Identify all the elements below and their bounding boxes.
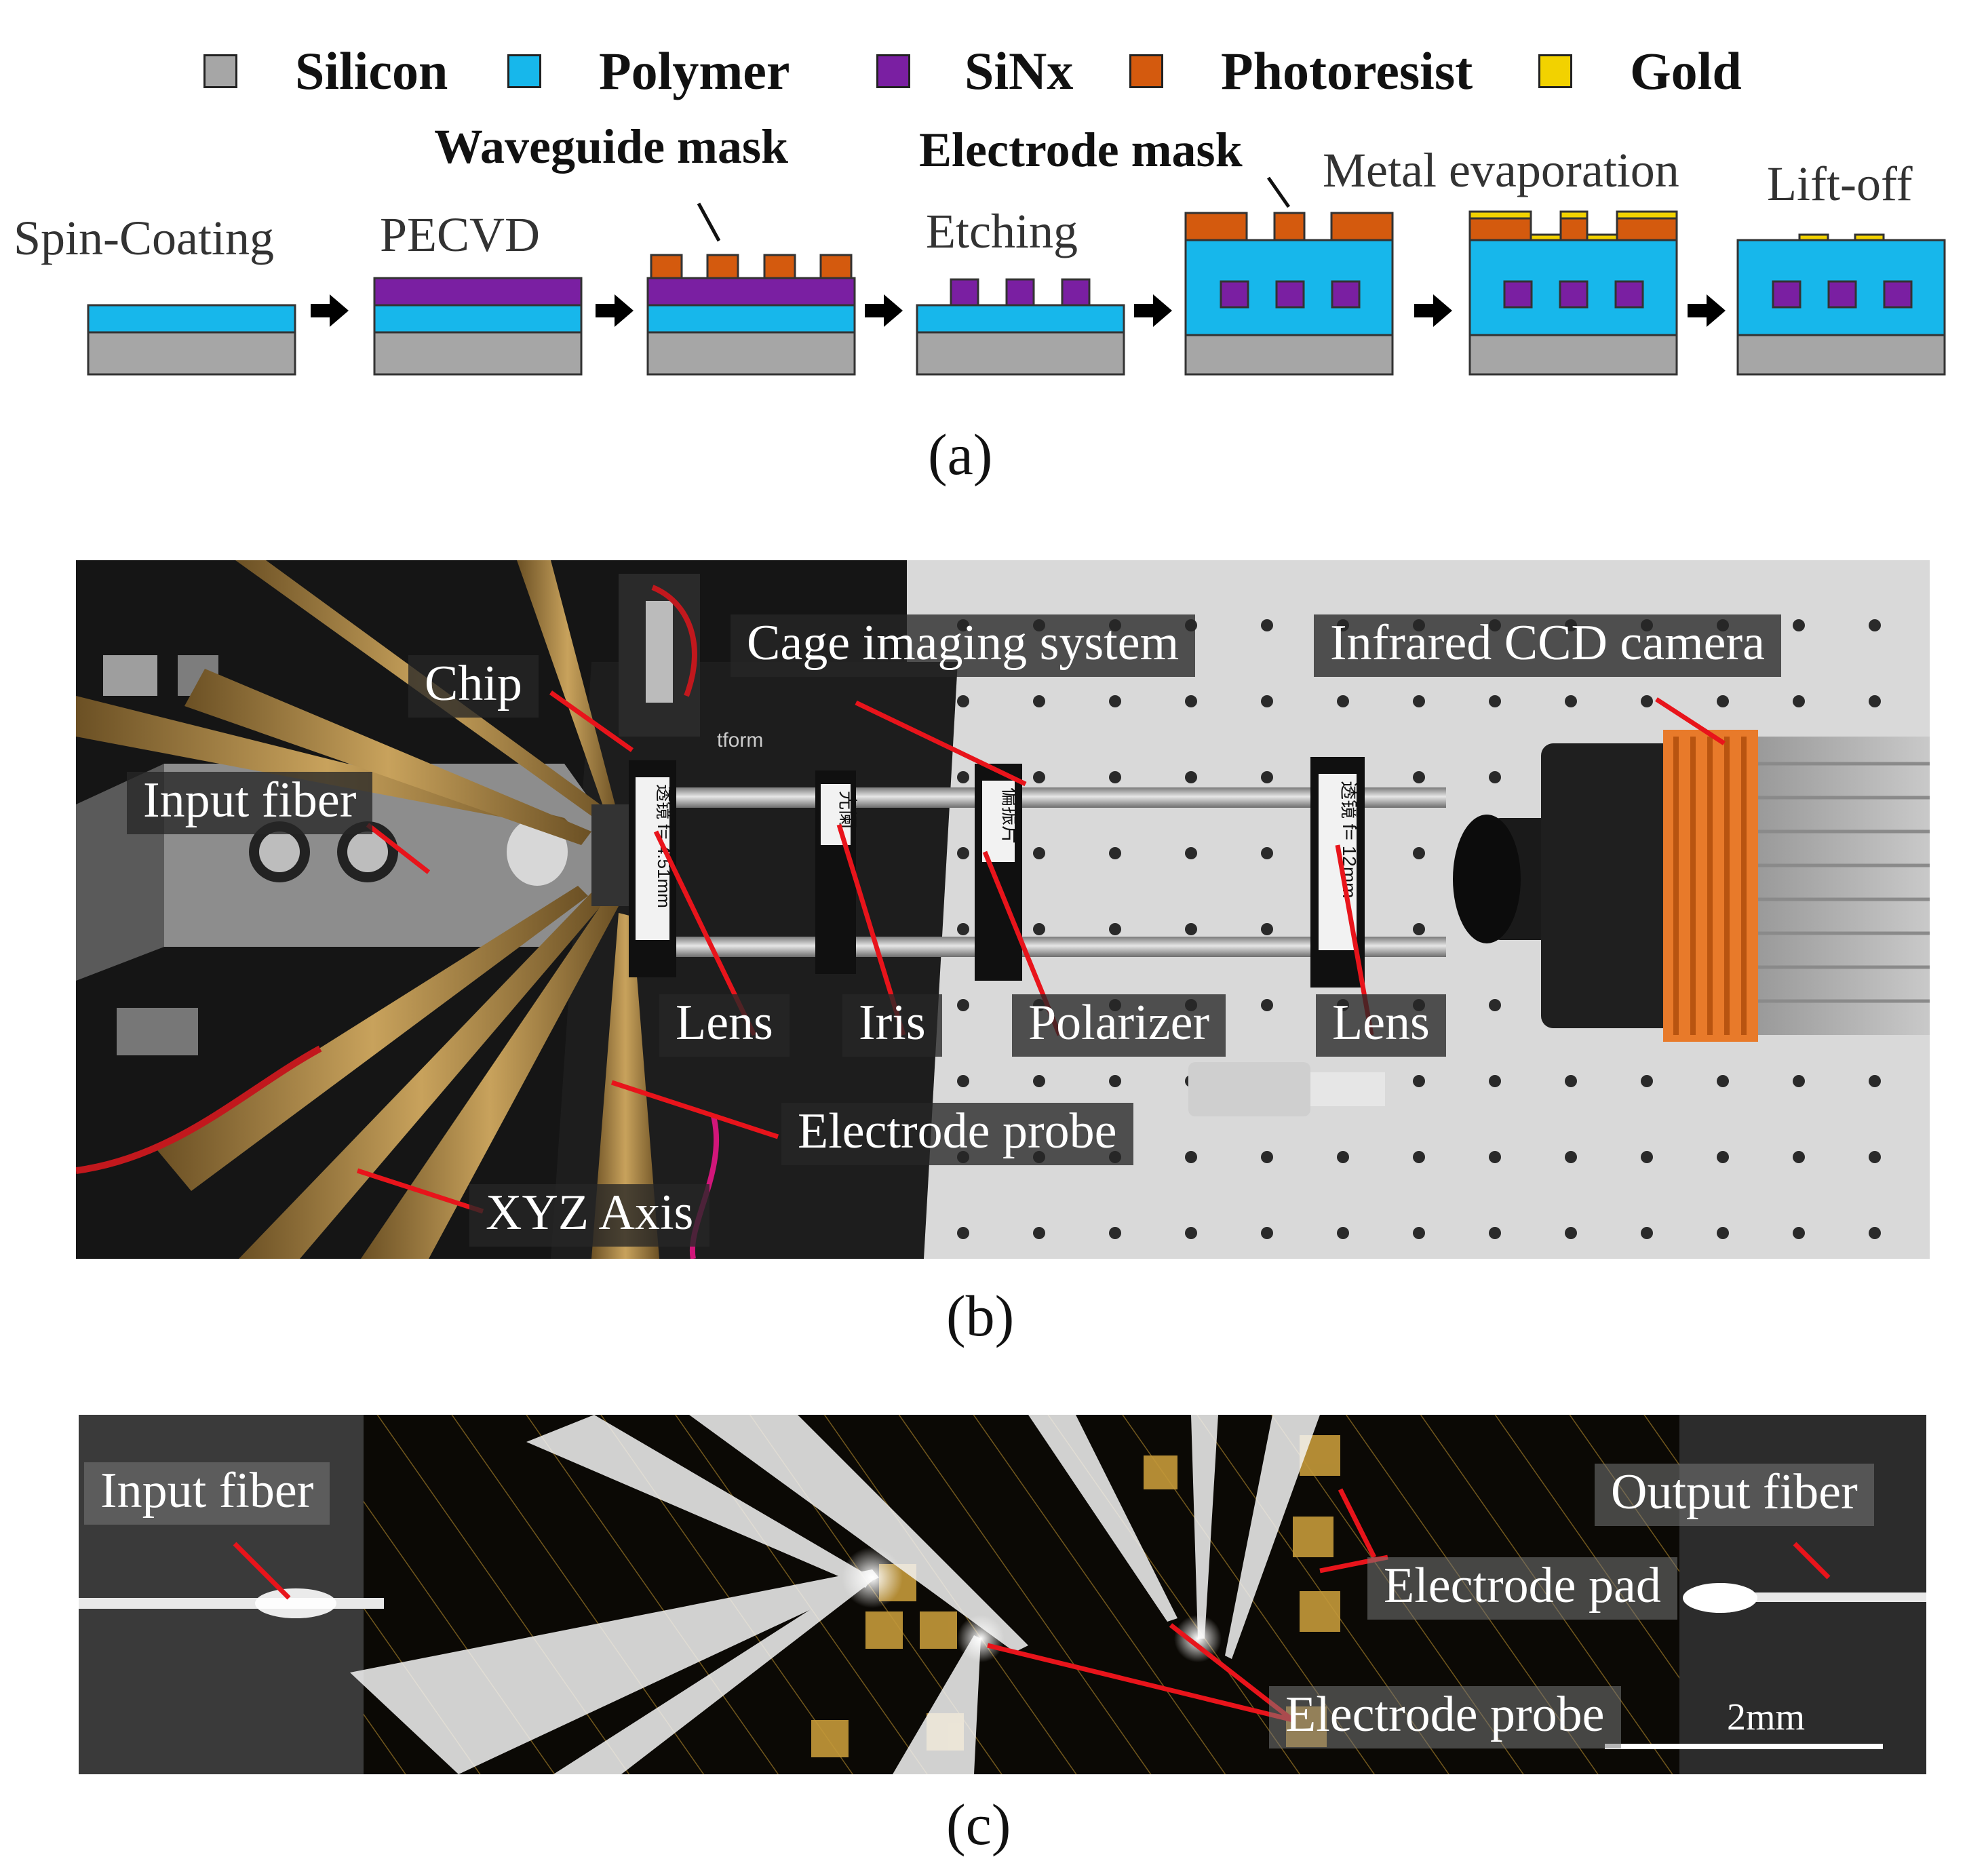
callout-lens-1: Lens xyxy=(659,994,790,1057)
callout-polarizer: Polarizer xyxy=(1012,994,1226,1057)
callout-input-fiber-c: Input fiber xyxy=(84,1462,330,1525)
callout-infrared-ccd-camera: Infrared CCD camera xyxy=(1314,614,1781,677)
chip-micrograph: Input fiber Output fiber Electrode pad E… xyxy=(79,1415,1926,1774)
stack-spin-coating xyxy=(87,304,296,376)
arrow-right-icon xyxy=(865,294,903,327)
setup-photo: 透镜 f= 4.51mm 光阑 偏振片 透镜 f= 12mm tform Chi… xyxy=(76,560,1930,1259)
stack-electrode-mask xyxy=(1184,212,1394,376)
polarizer-tag: 偏振片 xyxy=(1000,787,1021,844)
stack-metal-evaporation xyxy=(1468,210,1678,376)
legend-label: Gold xyxy=(1630,41,1742,100)
electrode-mask-label: Electrode mask xyxy=(919,123,1243,177)
legend-label: Polymer xyxy=(599,41,790,100)
scale-bar xyxy=(1605,1744,1883,1749)
legend-swatch xyxy=(507,54,541,88)
legend: Silicon Polymer SiNx Photoresist Gold xyxy=(0,27,1967,115)
arrow-right-icon xyxy=(1134,294,1172,327)
callout-lens-2: Lens xyxy=(1316,994,1446,1057)
step-pecvd-label: PECVD xyxy=(380,208,541,262)
step-etching-label: Etching xyxy=(926,204,1078,258)
callout-chip: Chip xyxy=(408,655,539,718)
stack-pecvd xyxy=(373,277,583,376)
scale-bar-label: 2mm xyxy=(1727,1696,1806,1738)
stack-etching xyxy=(916,278,1125,376)
callout-input-fiber: Input fiber xyxy=(127,772,373,834)
callout-output-fiber: Output fiber xyxy=(1595,1464,1874,1526)
caption-c: (c) xyxy=(946,1792,1011,1857)
arrow-right-icon xyxy=(311,294,349,327)
arrow-right-icon xyxy=(1688,294,1726,327)
step-metal-evaporation-label: Metal evaporation xyxy=(1323,143,1679,197)
legend-swatch xyxy=(876,54,910,88)
legend-label: SiNx xyxy=(965,41,1074,100)
legend-label: Photoresist xyxy=(1221,41,1473,100)
callout-cage-imaging-system: Cage imaging system xyxy=(731,614,1196,677)
caption-b: (b) xyxy=(946,1283,1015,1348)
waveguide-mask-label: Waveguide mask xyxy=(434,119,789,174)
callout-iris: Iris xyxy=(842,994,942,1057)
stack-waveguide-mask xyxy=(646,254,856,376)
callout-electrode-probe: Electrode probe xyxy=(781,1103,1133,1165)
legend-label: Silicon xyxy=(295,41,448,100)
arrow-right-icon xyxy=(596,294,634,327)
process-arrows xyxy=(311,294,1726,327)
waveguide-mask-pointer xyxy=(697,202,721,242)
legend-swatch xyxy=(1129,54,1163,88)
callout-electrode-probe-c: Electrode probe xyxy=(1269,1686,1621,1748)
callout-electrode-pad: Electrode pad xyxy=(1367,1557,1677,1620)
iris-tag: 光阑 xyxy=(837,791,858,829)
process-flow-diagram xyxy=(87,176,1946,376)
platform-text: tform xyxy=(717,729,763,751)
probe-needles xyxy=(350,1415,1320,1774)
legend-swatch xyxy=(1538,54,1572,88)
arrow-right-icon xyxy=(1414,294,1452,327)
caption-a: (a) xyxy=(928,422,993,487)
stack-lift-off xyxy=(1736,233,1946,376)
electrode-mask-pointer xyxy=(1266,176,1291,208)
step-lift-off-label: Lift-off xyxy=(1767,157,1913,211)
step-spin-coating-label: Spin-Coating xyxy=(14,211,275,265)
legend-swatch xyxy=(203,54,237,88)
callout-xyz-axis: XYZ Axis xyxy=(469,1184,710,1247)
